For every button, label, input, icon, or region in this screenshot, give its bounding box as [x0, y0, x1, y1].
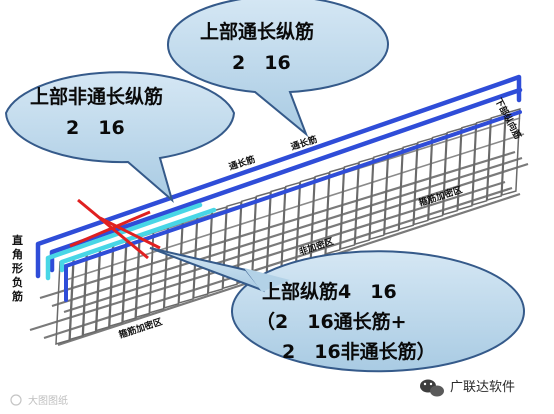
cutoff-cross-mark — [69, 198, 161, 260]
callout-top-continuous: 上部通长纵筋 2 16 — [166, 0, 389, 138]
watermark-text: 大图图纸 — [28, 394, 68, 407]
hook-char-5: 筋 — [11, 289, 23, 303]
wechat-icon — [420, 379, 444, 397]
stirrup — [501, 108, 521, 197]
callout-top-noncontinuous-line2: 2 16 — [66, 117, 125, 139]
callout-top-total-line1: 上部纵筋4 16 — [262, 280, 397, 303]
callout-top-total: 上部纵筋4 16 （2 16通长筋+ 2 16非通长筋） — [149, 247, 525, 373]
brand-logo: 广联达软件 — [420, 379, 515, 397]
top-noncontinuous-bars[interactable] — [45, 202, 217, 281]
callout-top-total-line3: 2 16非通长筋） — [282, 340, 436, 363]
vertical-hook-label: 直 角 形 负 筋 — [11, 233, 23, 303]
top-continuous-bar[interactable] — [35, 74, 523, 279]
top-continuous-bar-2[interactable] — [64, 110, 522, 302]
callout-top-total-line2: （2 16通长筋+ — [256, 310, 407, 333]
callout-top-noncontinuous-line1: 上部非通长纵筋 — [30, 85, 163, 108]
rebar-cage — [29, 74, 529, 347]
callout-top-continuous-line1: 上部通长纵筋 — [200, 20, 314, 43]
hook-char-1: 直 — [12, 233, 23, 247]
brand-name: 广联达软件 — [450, 380, 515, 395]
watermark: 大图图纸 — [10, 394, 68, 407]
callout-top-noncontinuous: 上部非通长纵筋 2 16 — [4, 71, 236, 203]
hook-char-3: 形 — [12, 262, 23, 275]
hook-char-4: 负 — [12, 275, 23, 289]
hook-char-2: 角 — [12, 247, 23, 261]
callout-top-continuous-line2: 2 16 — [232, 52, 291, 74]
